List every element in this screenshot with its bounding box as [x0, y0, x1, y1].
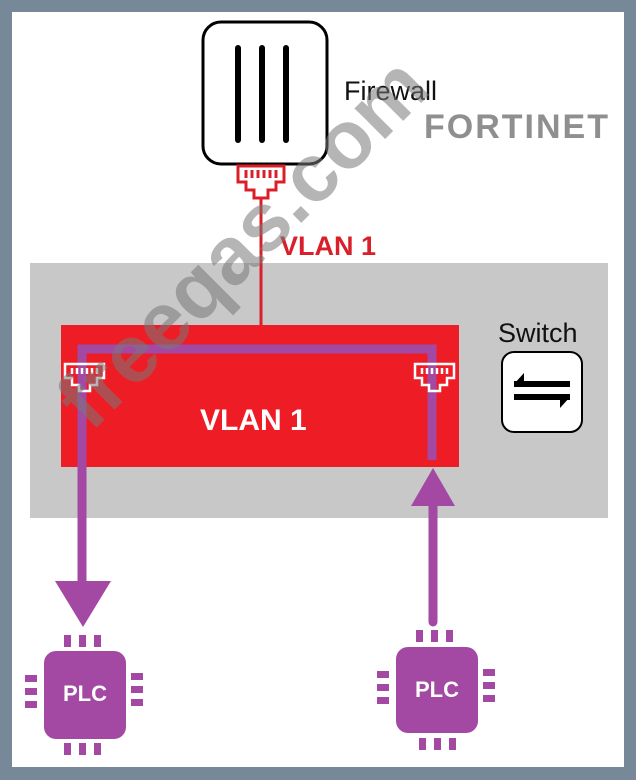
traffic-flow-path — [77, 344, 437, 585]
plc-chip-right-icon — [377, 630, 495, 750]
arrow-up-icon — [411, 468, 455, 506]
plc-chip-left-icon — [25, 635, 143, 755]
fortinet-logo: FORTINET — [424, 108, 610, 146]
diagram-canvas: Firewall FORTINET VLAN 1 Switch VLAN 1 P… — [12, 12, 624, 767]
firewall-icon — [201, 20, 329, 166]
switch-vlan-label: VLAN 1 — [200, 404, 307, 437]
firewall-label: Firewall — [344, 76, 438, 106]
switch-port-left-icon — [63, 362, 106, 393]
plc-left-label: PLC — [63, 681, 107, 706]
switch-label: Switch — [498, 318, 578, 348]
switch-arrows-icon — [501, 351, 583, 433]
arrow-down-icon — [55, 581, 111, 627]
uplink-vlan-label: VLAN 1 — [280, 231, 377, 261]
switch-port-right-icon — [413, 362, 456, 393]
plc-right-label: PLC — [415, 677, 459, 702]
firewall-port-icon — [236, 164, 286, 200]
